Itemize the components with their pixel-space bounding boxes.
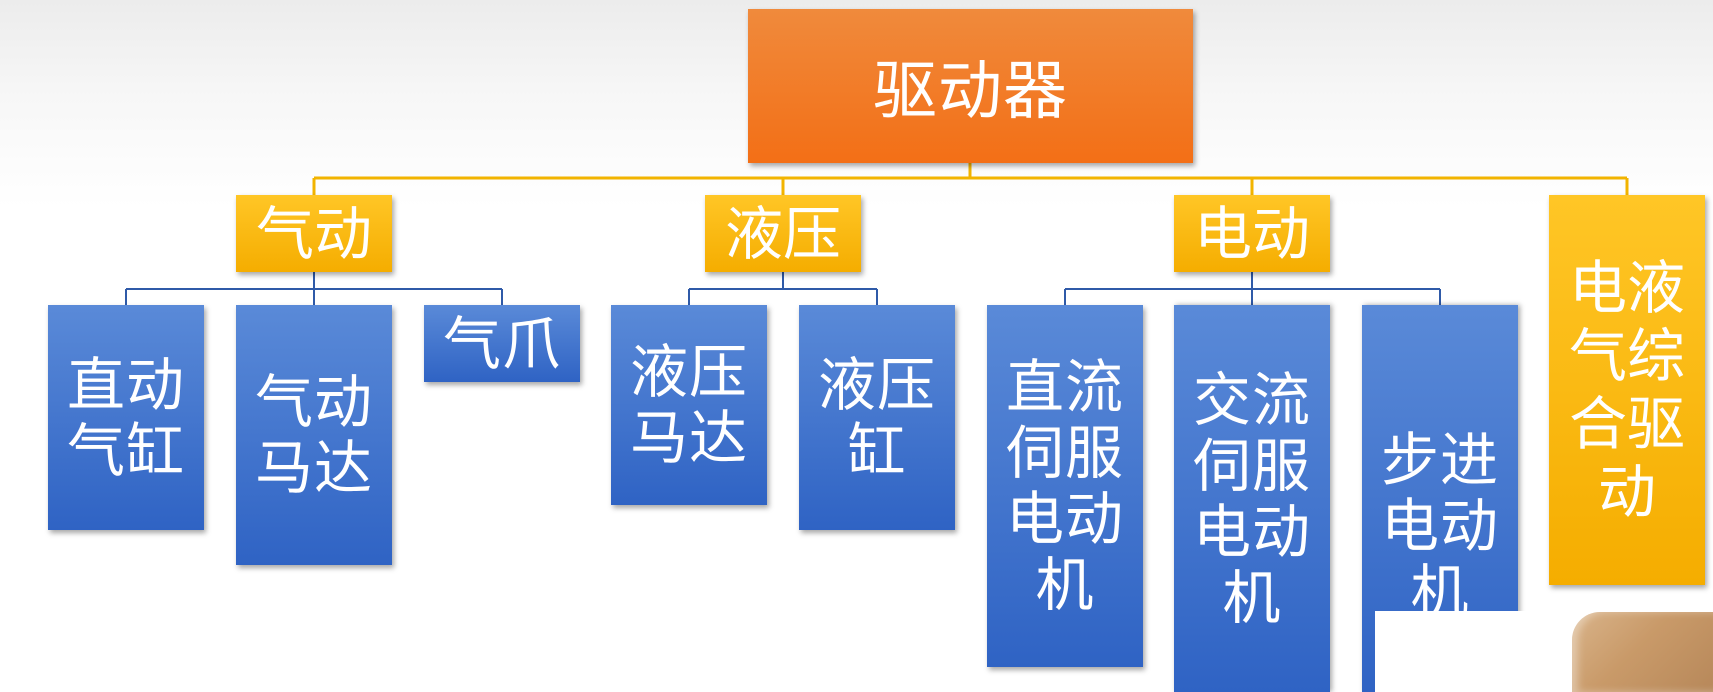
leaf-label: 交流 伺服 电动 机 [1192, 365, 1311, 632]
category-node-combined: 电液 气综 合驱 动 [1549, 195, 1705, 585]
leaf-node: 直动 气缸 [48, 305, 204, 530]
category-label: 电动 [1193, 199, 1310, 268]
leaf-node: 液压 缸 [799, 305, 955, 530]
leaf-node: 气动 马达 [236, 305, 392, 565]
leaf-label: 液压 马达 [629, 338, 748, 472]
leaf-node: 气爪 [424, 305, 580, 382]
category-node-pneumatic: 气动 [236, 195, 392, 272]
video-overlay-image [1572, 612, 1713, 692]
leaf-label: 步进 电动 机 [1380, 426, 1499, 626]
leaf-node: 交流 伺服 电动 机 [1174, 305, 1330, 692]
category-label: 气动 [255, 199, 372, 268]
category-label: 液压 [724, 199, 841, 268]
category-node-hydraulic: 液压 [705, 195, 861, 272]
leaf-label: 液压 缸 [817, 350, 936, 485]
leaf-label: 气爪 [442, 309, 561, 378]
root-node-label: 驱动器 [873, 55, 1068, 129]
category-label: 电液 气综 合驱 动 [1568, 254, 1685, 526]
leaf-label: 直流 伺服 电动 机 [1005, 353, 1124, 619]
category-node-electric: 电动 [1174, 195, 1330, 272]
leaf-node: 直流 伺服 电动 机 [987, 305, 1143, 667]
leaf-label: 直动 气缸 [66, 350, 185, 485]
root-node: 驱动器 [748, 9, 1193, 163]
leaf-label: 气动 马达 [254, 368, 373, 502]
leaf-node: 液压 马达 [611, 305, 767, 505]
